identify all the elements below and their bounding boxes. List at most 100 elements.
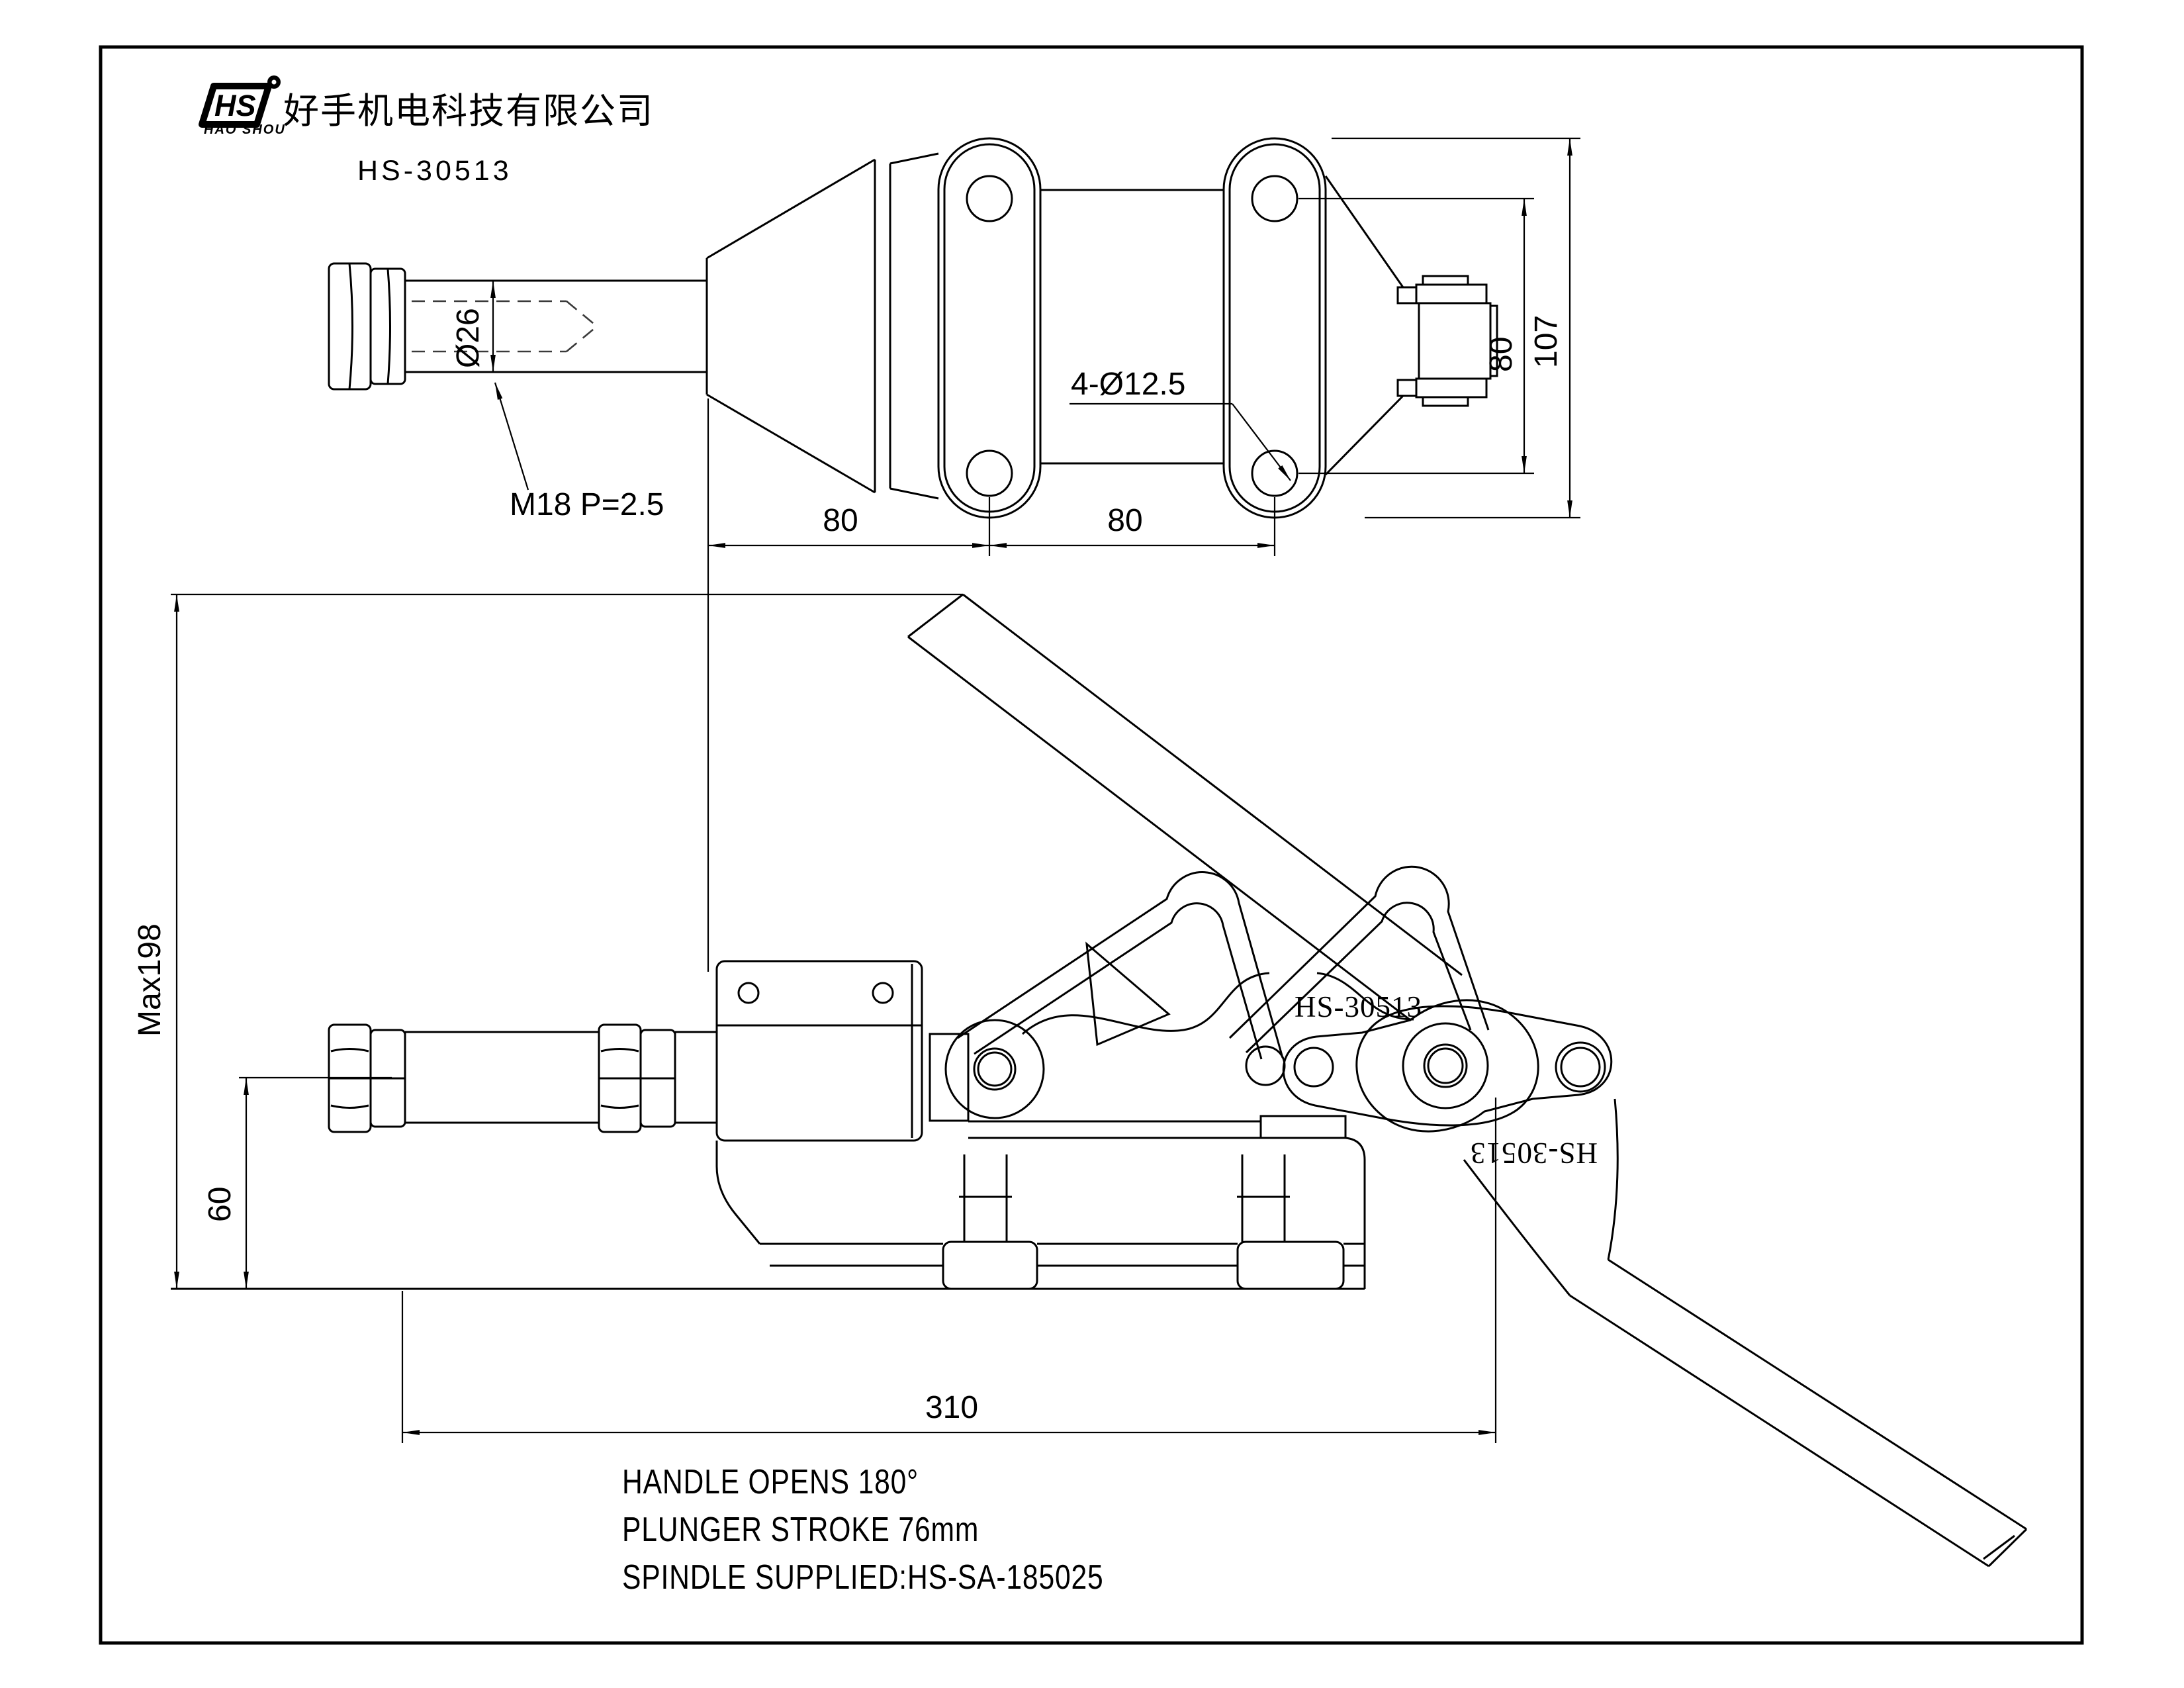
extension-lines (1332, 137, 1580, 519)
top-rear-cone-nut (1324, 175, 1498, 476)
pivot-hole-inner (977, 1051, 1013, 1087)
dim-hole-pitch-vertical: 80 (1298, 197, 1534, 475)
hex-nut (328, 262, 372, 391)
main-pivot-boss (1402, 1022, 1489, 1109)
dim-label: Max198 (132, 923, 167, 1037)
link-plate-outline (957, 871, 1284, 1058)
hex-nut (369, 267, 406, 385)
bracket-hole (737, 982, 760, 1004)
handle-open (1355, 1005, 2028, 1568)
base-left-leg (715, 1141, 761, 1244)
logo-subtext: HAO SHOU (204, 122, 286, 137)
link-boss (944, 1019, 1045, 1119)
grip-hole (1560, 1047, 1601, 1088)
part-marking: HS-30513 (1295, 990, 1422, 1023)
thread-hidden-line (412, 300, 598, 353)
dim-label: 80 (823, 503, 858, 538)
base-channel (968, 1120, 1261, 1139)
hs-logo-text: HS (214, 89, 256, 122)
bracket-hole (872, 982, 894, 1004)
link-pin-hole (1245, 1045, 1286, 1086)
extension-lines (1298, 197, 1534, 475)
clamp-base (715, 1115, 1366, 1290)
link-cutout (1085, 941, 1171, 1047)
nut-lip (1489, 305, 1498, 377)
company-name: 好手机电科技有限公司 (283, 91, 654, 131)
link-plate-inner (1245, 902, 1472, 1054)
company-logo: HS HAO SHOU (199, 75, 286, 137)
dim-plunger-height: 60 (203, 1076, 392, 1289)
main-pivot-hole (1423, 1043, 1468, 1088)
dim-hole-pitch-horizontal: 80 80 (707, 399, 1276, 972)
dim-label: M18 P=2.5 (510, 487, 664, 522)
dim-label: 80 (1484, 337, 1519, 372)
dim-label: 107 (1529, 315, 1564, 368)
dim-label: 80 (1107, 503, 1142, 538)
handle-closed (907, 593, 1539, 1127)
model-number: HS-30513 (357, 155, 512, 187)
mounting-hole (966, 175, 1013, 222)
base-foot (942, 1241, 1038, 1290)
top-spindle-rod (404, 279, 707, 373)
note-plunger-stroke: PLUNGER STROKE 76mm (622, 1511, 979, 1549)
spindle-rod (404, 1031, 599, 1124)
spindle-rod (674, 1031, 717, 1124)
dim-label: 60 (203, 1187, 238, 1222)
dim-max-height: Max198 (132, 593, 963, 1289)
hex-facet (599, 1048, 641, 1109)
link-plate-outline (1228, 865, 1490, 1039)
leader-line (494, 382, 529, 491)
handle-bar (907, 593, 1463, 1021)
nut-cap (1422, 275, 1469, 286)
logo-dot-center (271, 79, 277, 85)
side-view (171, 593, 2028, 1568)
casting-web (1022, 972, 1414, 1035)
dim-overall-length: 310 (401, 1098, 1497, 1443)
flange-inner-line (943, 143, 1036, 513)
mounting-hole (1251, 175, 1298, 222)
dim-overall-height: 107 (1332, 137, 1580, 519)
side-view-dimensions: Max198 60 310 (132, 593, 1497, 1443)
handle-bar (1569, 1258, 2028, 1568)
dim-label: 310 (925, 1390, 978, 1425)
handle-grip-plate (1282, 999, 1539, 1127)
link-plate-inner (974, 902, 1263, 1060)
note-spindle-supplied: SPINDLE SUPPLIED:HS-SA-185025 (622, 1558, 1104, 1597)
top-view-dimensions: Ø26 M18 P=2.5 4-Ø12.5 80 107 80 (451, 137, 1580, 972)
top-body-tube (1040, 189, 1224, 465)
nut-cap (1422, 396, 1469, 407)
note-handle-opens: HANDLE OPENS 180° (622, 1463, 919, 1501)
extension-lines (401, 1098, 1497, 1443)
base-foot (1236, 1241, 1345, 1290)
nut-washer (1415, 283, 1488, 305)
nut-tab (1396, 286, 1418, 305)
leader-line (1069, 402, 1291, 481)
dim-label: Ø26 (451, 308, 486, 368)
bracket-lines (717, 964, 922, 1138)
base-tab (1259, 1115, 1347, 1139)
bracket-boss-channel (929, 1033, 970, 1122)
main-pivot-hole-inner (1427, 1047, 1464, 1084)
dim-thread-callout: M18 P=2.5 (494, 382, 664, 522)
notes-block: HANDLE OPENS 180° PLUNGER STROKE 76mm SP… (622, 1463, 1104, 1597)
flange-inner-line (1228, 143, 1321, 513)
flange-outline (937, 137, 1042, 519)
hex-facet (387, 268, 391, 385)
sheet-border (99, 45, 2084, 1645)
extension-lines (707, 399, 1276, 972)
top-spindle-nuts (328, 262, 406, 391)
grip-hole-boss (1555, 1041, 1606, 1093)
top-cone-body (705, 152, 939, 500)
mounting-hole (966, 449, 1013, 497)
base-right-edge (1345, 1137, 1366, 1289)
mounting-bracket (715, 960, 970, 1142)
dim-spindle-diameter: Ø26 (451, 281, 496, 372)
bracket-plate (715, 960, 923, 1142)
dim-label: 4-Ø12.5 (1071, 367, 1185, 402)
nut-tab (1396, 379, 1418, 397)
top-flange-front (937, 137, 1042, 519)
pivot-hole (973, 1047, 1017, 1091)
link-pin-hole (1293, 1047, 1334, 1088)
